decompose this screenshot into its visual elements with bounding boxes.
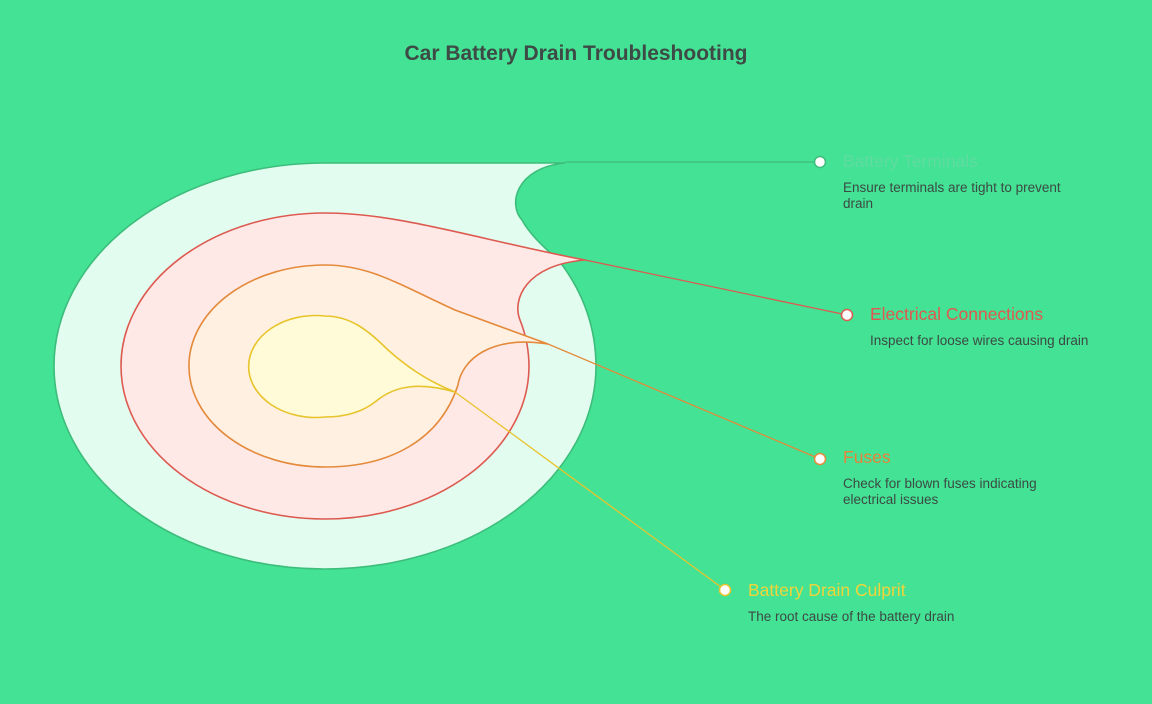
- callout-battery-drain-culprit: Battery Drain Culprit The root cause of …: [748, 580, 983, 625]
- callout-heading: Fuses: [843, 447, 891, 467]
- marker-terminals: [813, 155, 827, 169]
- callout-electrical-connections: Electrical Connections Inspect for loose…: [870, 304, 1105, 349]
- callout-battery-terminals: Battery Terminals Ensure terminals are t…: [843, 151, 1078, 211]
- callout-heading: Battery Terminals: [843, 151, 978, 171]
- page-title: Car Battery Drain Troubleshooting: [404, 42, 748, 65]
- marker-fuses: [813, 452, 827, 466]
- callout-description: Ensure terminals are tight to prevent dr…: [843, 180, 1061, 211]
- layer-culprit-shape[interactable]: [247, 314, 456, 419]
- marker-culprit: [718, 583, 732, 597]
- callout-fuses: Fuses Check for blown fuses indicating e…: [843, 447, 1078, 507]
- callout-description: Check for blown fuses indicating electri…: [843, 476, 1037, 507]
- leader-line-fuses: [547, 343, 821, 460]
- leader-line-culprit: [454, 391, 726, 591]
- callout-description: Inspect for loose wires causing drain: [870, 333, 1089, 348]
- callout-heading: Electrical Connections: [870, 304, 1044, 324]
- callout-description: The root cause of the battery drain: [748, 609, 955, 624]
- leader-line-connections: [584, 259, 848, 316]
- callout-heading: Battery Drain Culprit: [748, 580, 906, 600]
- marker-connections: [840, 308, 854, 322]
